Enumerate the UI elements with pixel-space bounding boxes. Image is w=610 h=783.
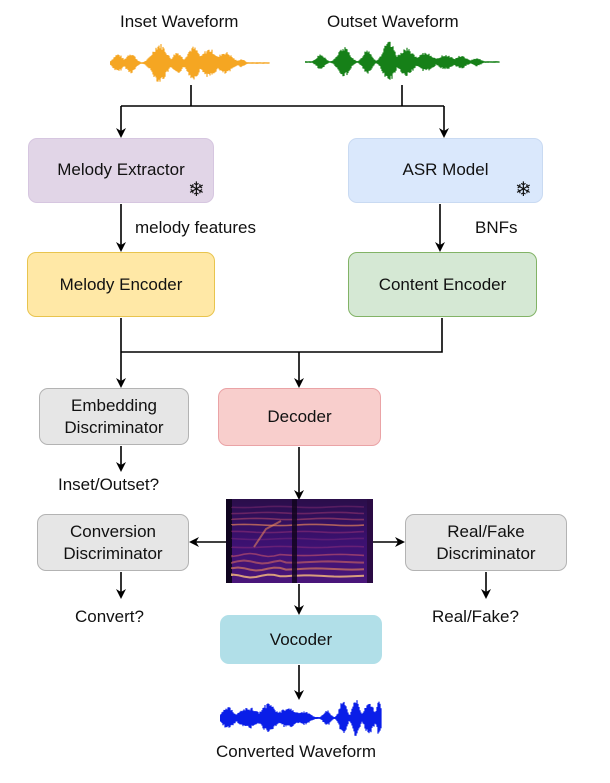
- embedding-discriminator-block: Embedding Discriminator: [39, 388, 189, 445]
- inset-outset-output-label: Inset/Outset?: [58, 475, 160, 494]
- outset-waveform: [305, 41, 500, 80]
- conversion-discriminator-label-line2: Discriminator: [63, 543, 163, 563]
- decoder-block: Decoder: [218, 388, 381, 446]
- realfake-output-label: Real/Fake?: [432, 607, 519, 626]
- inset-waveform-label: Inset Waveform: [120, 12, 239, 31]
- converted-waveform-label: Converted Waveform: [216, 742, 376, 761]
- outset-waveform-label: Outset Waveform: [327, 12, 459, 31]
- melody-encoder-label: Melody Encoder: [59, 274, 183, 294]
- melody-encoder-block: Melody Encoder: [27, 252, 215, 317]
- content-encoder-merge: [121, 318, 443, 353]
- asr-model-block: ASR Model: [348, 138, 543, 203]
- melody-features-label: melody features: [135, 218, 256, 237]
- realfake-discriminator-label-line1: Real/Fake: [447, 521, 525, 541]
- snowflake-icon: ❄: [188, 179, 205, 201]
- melody-extractor-block: Melody Extractor: [28, 138, 214, 203]
- vocoder-label: Vocoder: [269, 629, 333, 649]
- realfake-discriminator-block: Real/Fake Discriminator: [405, 514, 567, 571]
- snowflake-icon: ❄: [515, 179, 532, 201]
- realfake-discriminator-label-line2: Discriminator: [436, 543, 536, 563]
- embedding-discriminator-label-line1: Embedding: [70, 395, 157, 415]
- conversion-discriminator-label-line1: Conversion: [70, 521, 156, 541]
- vocoder-block: Vocoder: [220, 615, 382, 664]
- spectrogram-image: [226, 499, 373, 583]
- bnfs-label: BNFs: [475, 218, 518, 237]
- asr-model-label: ASR Model: [402, 159, 489, 179]
- content-encoder-label: Content Encoder: [378, 274, 507, 294]
- content-encoder-block: Content Encoder: [348, 252, 537, 317]
- convert-output-label: Convert?: [75, 607, 144, 626]
- conversion-discriminator-block: Conversion Discriminator: [37, 514, 189, 571]
- spectrogram-glide: [253, 520, 282, 548]
- decoder-label: Decoder: [267, 407, 332, 426]
- melody-extractor-label: Melody Extractor: [57, 159, 185, 179]
- inset-waveform: [110, 44, 270, 82]
- converted-waveform: [220, 700, 382, 736]
- embedding-discriminator-label-line2: Discriminator: [64, 417, 164, 437]
